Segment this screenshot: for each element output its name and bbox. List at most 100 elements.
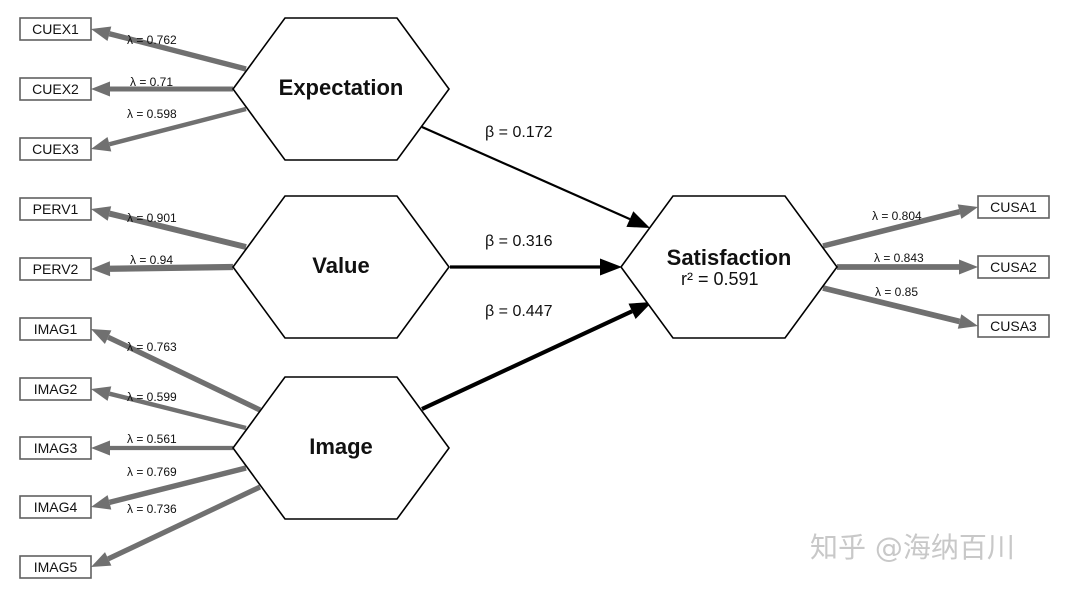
loading-label-imag3: λ = 0.561 xyxy=(127,432,177,446)
latent-value: Value xyxy=(232,195,450,339)
loading-arrow-imag3-head xyxy=(91,440,110,456)
loading-arrow-cuex1 xyxy=(91,26,247,72)
loading-arrow-cuex3-head xyxy=(91,137,112,152)
loading-arrow-imag2-head xyxy=(91,386,112,401)
indicator-cusa1: CUSA1 xyxy=(977,195,1050,219)
indicator-label: PERV1 xyxy=(33,201,79,217)
edges-layer xyxy=(91,26,978,567)
latent-label: Expectation xyxy=(279,75,404,100)
indicator-cuex2: CUEX2 xyxy=(19,77,92,101)
loading-label-imag4: λ = 0.769 xyxy=(127,465,177,479)
latent-label: Satisfaction xyxy=(667,245,792,270)
loading-arrow-imag1-shaft xyxy=(106,334,262,413)
r-squared-label: r² = 0.591 xyxy=(681,269,759,289)
indicator-label: PERV2 xyxy=(33,261,79,277)
loading-label-imag5: λ = 0.736 xyxy=(127,502,177,516)
latent-hexagon xyxy=(232,376,450,520)
indicator-label: CUEX1 xyxy=(32,21,79,37)
loading-arrow-cuex2-head xyxy=(91,81,110,97)
indicator-box xyxy=(19,555,92,579)
indicator-box xyxy=(19,77,92,101)
loading-label-cusa2: λ = 0.843 xyxy=(874,251,924,265)
loading-arrow-imag5-shaft xyxy=(107,484,262,562)
path-arrow-exp-sat-shaft xyxy=(421,125,631,221)
path-label-val-sat: β = 0.316 xyxy=(485,233,553,250)
loading-label-cusa1: λ = 0.804 xyxy=(872,209,922,223)
indicator-imag1: IMAG1 xyxy=(19,317,92,341)
loading-arrow-imag2 xyxy=(91,386,247,431)
loading-label-cuex2: λ = 0.71 xyxy=(130,75,173,89)
loading-arrow-cusa1 xyxy=(822,204,978,249)
indicator-imag5: IMAG5 xyxy=(19,555,92,579)
loading-arrow-perv1 xyxy=(91,206,247,250)
indicator-cusa3: CUSA3 xyxy=(977,314,1050,338)
latent-label: Value xyxy=(312,253,369,278)
indicator-box xyxy=(19,495,92,519)
indicator-box xyxy=(19,377,92,401)
indicator-box xyxy=(19,317,92,341)
indicator-box xyxy=(19,257,92,281)
path-arrow-exp-sat xyxy=(421,125,650,228)
latent-hexagon xyxy=(620,195,838,339)
indicator-box xyxy=(19,137,92,161)
path-arrow-img-sat xyxy=(421,302,652,411)
loading-arrow-cusa3-head xyxy=(957,314,978,329)
latent-hexagon xyxy=(232,17,450,161)
indicator-box xyxy=(977,195,1050,219)
indicator-label: CUEX3 xyxy=(32,141,79,157)
indicator-imag3: IMAG3 xyxy=(19,436,92,460)
loading-arrow-imag4 xyxy=(91,465,247,510)
loading-arrow-imag4-shaft xyxy=(108,465,247,505)
latent-label: Image xyxy=(309,434,373,459)
loading-arrow-cusa2-head xyxy=(959,259,978,275)
loading-label-perv1: λ = 0.901 xyxy=(127,211,177,225)
loading-arrow-imag5 xyxy=(91,484,262,567)
loading-label-cusa3: λ = 0.85 xyxy=(875,285,918,299)
path-arrow-exp-sat-head xyxy=(626,211,650,228)
indicator-perv1: PERV1 xyxy=(19,197,92,221)
loading-label-imag2: λ = 0.599 xyxy=(127,390,177,404)
loading-arrow-imag1 xyxy=(91,329,262,413)
loading-arrow-cuex1-shaft xyxy=(108,31,247,72)
loading-label-imag1: λ = 0.763 xyxy=(127,340,177,354)
path-arrow-img-sat-shaft xyxy=(421,309,633,411)
loading-label-cuex1: λ = 0.762 xyxy=(127,33,177,47)
loading-arrow-cuex3 xyxy=(91,106,247,152)
indicator-box xyxy=(19,17,92,41)
loading-arrow-imag1-head xyxy=(91,329,112,344)
loading-arrow-imag3 xyxy=(91,440,233,456)
loading-label-perv2: λ = 0.94 xyxy=(130,253,173,267)
loading-arrow-cuex1-head xyxy=(91,26,112,41)
path-arrow-img-sat-head xyxy=(628,302,652,319)
loading-label-cuex3: λ = 0.598 xyxy=(127,107,177,121)
indicator-label: IMAG3 xyxy=(34,440,78,456)
path-arrow-val-sat xyxy=(450,258,622,276)
indicator-perv2: PERV2 xyxy=(19,257,92,281)
indicator-imag4: IMAG4 xyxy=(19,495,92,519)
loading-arrow-imag2-shaft xyxy=(108,391,247,431)
loading-arrow-cusa3-shaft xyxy=(822,285,961,325)
loading-arrow-perv1-shaft xyxy=(108,210,247,250)
loading-arrow-perv2-head xyxy=(91,261,111,277)
indicator-label: CUSA3 xyxy=(990,318,1037,334)
path-label-exp-sat: β = 0.172 xyxy=(485,124,553,141)
loading-arrow-imag5-head xyxy=(91,552,112,567)
loading-arrow-cusa1-head xyxy=(957,204,978,219)
path-arrow-val-sat-head xyxy=(600,258,622,276)
latent-image: Image xyxy=(232,376,450,520)
indicator-label: IMAG2 xyxy=(34,381,78,397)
indicator-label: CUEX2 xyxy=(32,81,79,97)
indicator-label: IMAG5 xyxy=(34,559,78,575)
loading-arrow-perv2 xyxy=(91,261,234,277)
loading-arrow-perv2-shaft xyxy=(109,263,234,272)
loading-arrow-cuex2 xyxy=(91,81,233,97)
latent-hexagon xyxy=(232,195,450,339)
indicator-cusa2: CUSA2 xyxy=(977,255,1050,279)
labels-layer: λ = 0.762 λ = 0.71 λ = 0.598 λ = 0.901 λ = 0… xyxy=(127,33,924,516)
indicator-label: IMAG4 xyxy=(34,499,78,515)
watermark-text: 知乎 @海纳百川 xyxy=(810,531,1015,564)
loading-arrow-perv1-head xyxy=(91,206,112,221)
